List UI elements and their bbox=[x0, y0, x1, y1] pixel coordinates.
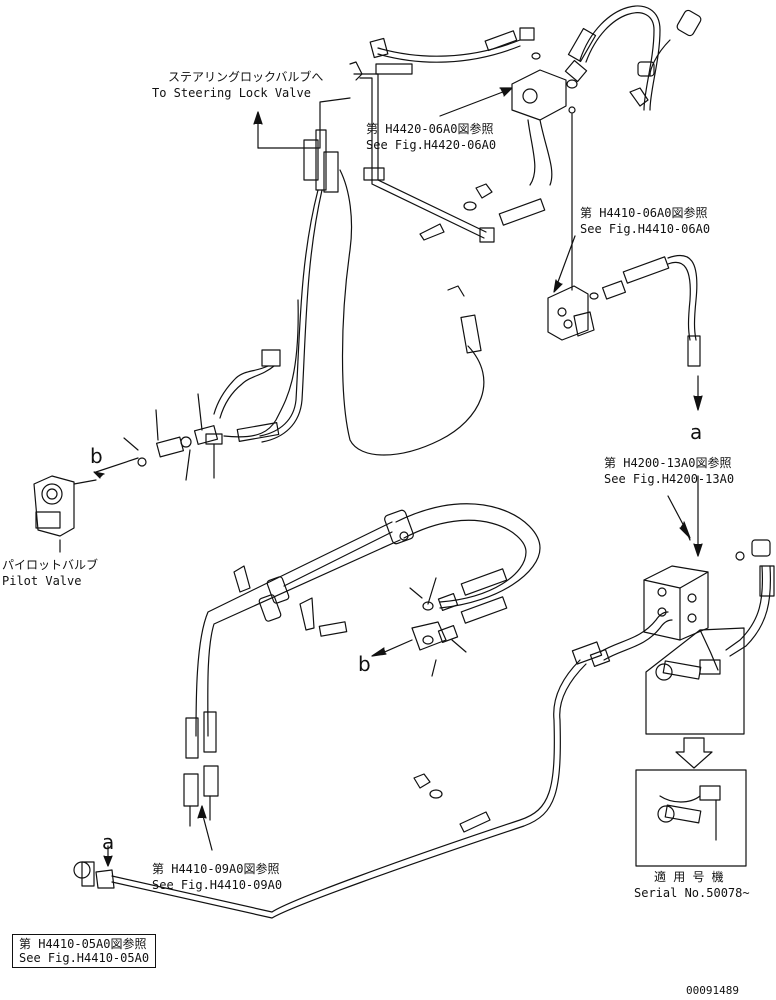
steering-label-jp: ステアリングロックバルブへ bbox=[168, 70, 324, 84]
lower-hose-loop bbox=[183, 503, 541, 827]
ref-h4420-jp: 第 H4420-06A0図参照 bbox=[366, 122, 494, 136]
ref-h4410-06-jp: 第 H4410-06A0図参照 bbox=[580, 206, 708, 220]
ref-h4420-en: See Fig.H4420-06A0 bbox=[366, 138, 497, 152]
pilot-valve-assembly bbox=[33, 299, 299, 553]
ref-h4410-09-en: See Fig.H4410-09A0 bbox=[152, 878, 283, 892]
middle-right-valve-block bbox=[339, 169, 703, 456]
callout-b-left: b bbox=[90, 444, 103, 468]
serial-label-en: Serial No.50078~ bbox=[634, 886, 750, 900]
part-number: 00091489 bbox=[686, 984, 739, 997]
ref-h4200-jp: 第 H4200-13A0図参照 bbox=[604, 456, 732, 470]
ref-h4410-09-jp: 第 H4410-09A0図参照 bbox=[152, 862, 280, 876]
reference-leaders bbox=[197, 87, 576, 851]
callout-a-top: a bbox=[690, 420, 703, 444]
steering-label-en: To Steering Lock Valve bbox=[152, 86, 311, 100]
ref-h4410-05-jp: 第 H4410-05A0図参照 bbox=[19, 937, 147, 951]
lower-right-valve-block bbox=[635, 475, 775, 867]
pilot-valve-label-jp: パイロットバルブ bbox=[2, 558, 99, 572]
callout-b-mid: b bbox=[358, 652, 371, 676]
callout-a-bottom: a bbox=[102, 830, 115, 854]
steering-leader bbox=[253, 97, 351, 443]
serial-label-jp: 適 用 号 機 bbox=[654, 870, 724, 884]
upper-hose-assembly bbox=[349, 5, 702, 291]
pilot-valve-label-en: Pilot Valve bbox=[2, 574, 82, 588]
ref-h4410-05-box: 第 H4410-05A0図参照 See Fig.H4410-05A0 bbox=[12, 934, 157, 968]
bottom-steel-pipe bbox=[73, 611, 673, 919]
ref-h4410-06-en: See Fig.H4410-06A0 bbox=[580, 222, 711, 236]
ref-h4410-05-en: See Fig.H4410-05A0 bbox=[19, 951, 150, 965]
ref-h4200-en: See Fig.H4200-13A0 bbox=[604, 472, 735, 486]
